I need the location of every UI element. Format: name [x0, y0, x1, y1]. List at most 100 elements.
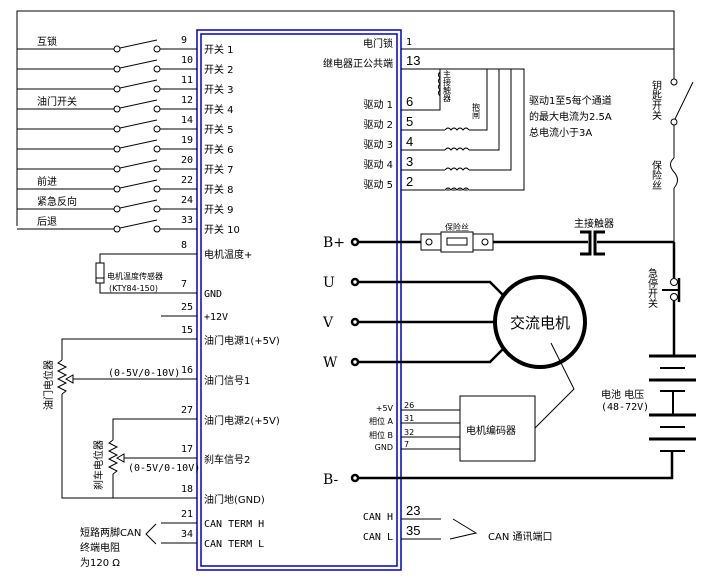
switch-contact — [153, 125, 161, 133]
switch-row: 9开关 1互锁 — [17, 35, 234, 56]
temp-sensor-model: (KTY84-150) — [109, 284, 158, 293]
pin-number: 3 — [406, 154, 413, 169]
pin-number: 32 — [404, 428, 414, 437]
switch-lever[interactable] — [119, 159, 158, 169]
pin-number: 10 — [181, 55, 193, 66]
pin-label: 开关 9 — [204, 203, 234, 216]
switch-contact — [113, 225, 121, 233]
switch-row: 10 开关 2 — [17, 55, 234, 76]
switch-lever[interactable] — [119, 99, 158, 109]
throttle-range: (0-5V/0-10V) — [108, 368, 180, 379]
pin-label: 开关 2 — [204, 63, 234, 76]
b-plus-circuit: B+ 保险丝 主接触器 — [323, 217, 674, 256]
can-port-label: CAN 通讯端口 — [488, 530, 552, 543]
pin-label: 相位 A — [369, 416, 394, 426]
pin-number: 17 — [181, 444, 193, 455]
pin-number: 7 — [404, 440, 409, 449]
pin-label: 油门信号1 — [204, 374, 250, 387]
key-switch: 钥匙开关 — [650, 78, 694, 158]
pin-number: 16 — [181, 365, 193, 376]
main-contactor-coil-label: 主接触器 — [443, 69, 452, 103]
switch-contact — [113, 85, 121, 93]
pin-number: 25 — [181, 302, 193, 313]
pin-number: 8 — [181, 240, 187, 251]
switch-contact — [113, 65, 121, 73]
pin-number: 9 — [181, 35, 187, 46]
switch-contact — [153, 105, 161, 113]
pin-number: 4 — [406, 134, 413, 149]
switch-lever[interactable] — [119, 199, 158, 209]
pin-number: 26 — [404, 401, 414, 410]
pin-label: 电门锁 — [363, 37, 393, 50]
throttle-potentiometer: 油门电位器 (0-5V/0-10V) — [42, 338, 197, 499]
switch-name: 互锁 — [37, 35, 57, 48]
pin-row: 25+12V — [181, 302, 228, 323]
switch-name: 油门开关 — [37, 95, 77, 108]
switch-lever[interactable] — [119, 219, 158, 229]
switch-contact — [153, 65, 161, 73]
pin-number: 20 — [181, 155, 193, 166]
pin-number: 6 — [406, 94, 413, 109]
pin-number: 27 — [181, 405, 193, 416]
brake-pot-label: 刹车电位器 — [92, 440, 105, 490]
b-minus-label: B- — [323, 472, 339, 488]
battery: 电池 电压 (48-72V) — [358, 354, 696, 480]
switch-lever[interactable] — [119, 139, 158, 149]
key-switch-label: 钥匙开关 — [650, 79, 662, 121]
ac-motor: U V W 交流电机 — [322, 275, 587, 429]
drive-note-2: 的最大电流为2.5A — [529, 110, 612, 123]
b-plus-label: B+ — [323, 235, 345, 251]
switch-contact — [153, 45, 161, 53]
switch-lever[interactable] — [119, 59, 158, 69]
temp-sensor-label: 电机温度传感器 — [107, 271, 163, 281]
encoder-pin: 32 相位 B — [369, 428, 460, 440]
switch-lever[interactable] — [119, 79, 158, 89]
pin-label: 继电器正公共端 — [323, 57, 393, 70]
switch-name: 紧急反向 — [37, 195, 77, 208]
switch-contact — [153, 225, 161, 233]
throttle-pot-label: 油门电位器 — [42, 360, 55, 410]
pin-label: 驱动 1 — [363, 99, 393, 111]
top-frame-wire — [16, 10, 675, 226]
pin-label: 开关 8 — [204, 183, 234, 196]
switch-contact — [153, 85, 161, 93]
pin-number: 5 — [406, 114, 413, 129]
pin-label: GND — [375, 443, 393, 452]
encoder-label: 电机编码器 — [466, 424, 516, 437]
switch-contact — [113, 165, 121, 173]
pin-number: 23 — [406, 503, 420, 518]
pin-label: 开关 4 — [204, 103, 234, 116]
pin-label: CAN TERM H — [204, 519, 264, 530]
switch-contact — [113, 205, 121, 213]
can-term-note-2: 终端电阻 — [80, 541, 120, 554]
switch-contact — [113, 185, 121, 193]
switch-lever[interactable] — [119, 119, 158, 129]
battery-range: (48-72V) — [601, 402, 649, 413]
switch-name: 后退 — [37, 216, 57, 228]
can-term-note-1: 短路两脚CAN — [80, 526, 141, 539]
switch-contact — [113, 145, 121, 153]
main-fuse: 保险丝 — [650, 157, 678, 242]
brake-coil-label: 抱闸 — [472, 102, 481, 120]
pin-number: 24 — [181, 195, 193, 206]
pin-number: 34 — [181, 529, 193, 540]
switch-lever[interactable] — [119, 179, 158, 189]
pin-label: 相位 B — [369, 430, 393, 440]
switch-lever[interactable] — [119, 39, 158, 49]
pin-label: 驱动 2 — [363, 119, 393, 131]
